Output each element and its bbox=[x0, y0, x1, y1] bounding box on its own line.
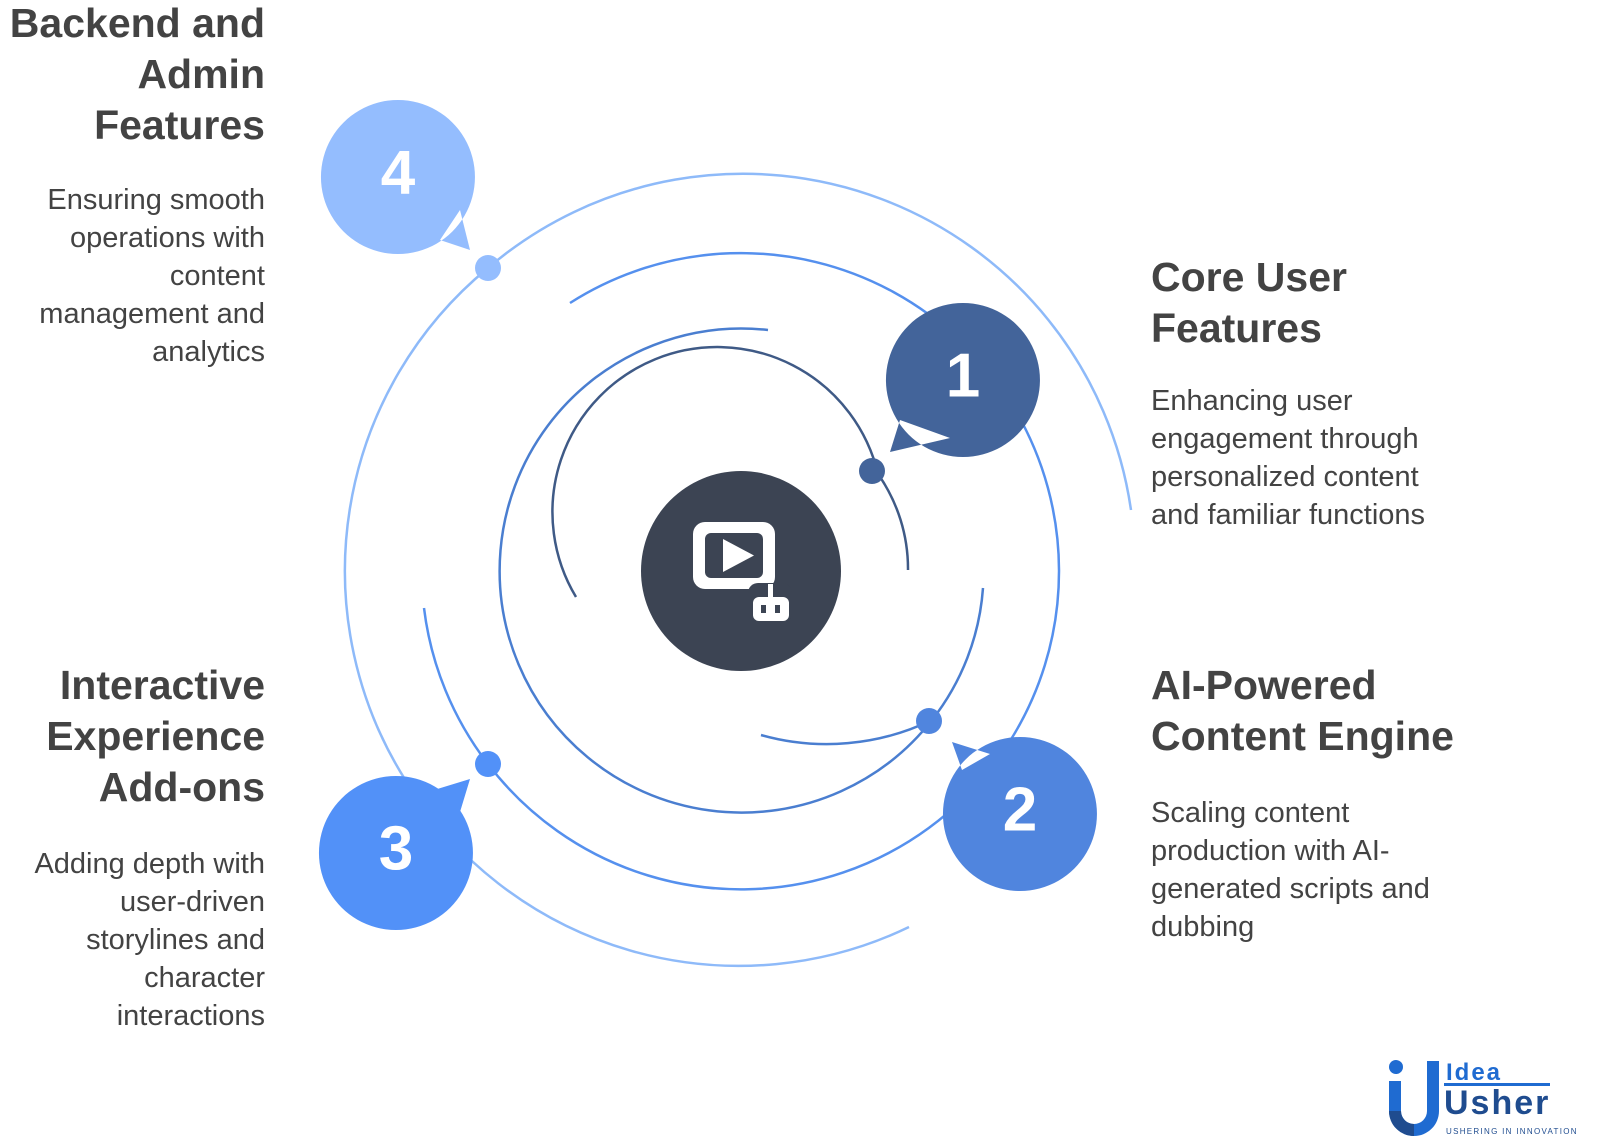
step-title-1: Core User Features bbox=[1151, 254, 1347, 351]
step-description-4: Ensuring smooth operations with content … bbox=[39, 184, 265, 368]
speech-bubble-icon bbox=[885, 303, 1040, 457]
speech-bubble-icon bbox=[320, 100, 475, 254]
step-number-3: 3 bbox=[379, 814, 413, 883]
step-title-3: Interactive Experience Add-ons bbox=[46, 662, 265, 810]
step-number-1: 1 bbox=[946, 341, 980, 410]
ring-dot-2 bbox=[916, 708, 942, 734]
step-marker-4: 4 bbox=[320, 100, 475, 254]
speech-bubble-icon bbox=[318, 776, 473, 930]
step-description-1: Enhancing user engagement through person… bbox=[1151, 385, 1426, 531]
speech-bubble-icon bbox=[942, 737, 1097, 891]
logo-tagline: USHERING IN INNOVATION bbox=[1446, 1127, 1578, 1136]
ring-dot-1 bbox=[859, 458, 885, 484]
step-block-2: AI-Powered Content Engine Scaling conten… bbox=[1151, 660, 1471, 946]
step-title-4: Backend and Admin Features bbox=[9, 0, 265, 148]
ring-dot-3 bbox=[475, 751, 501, 777]
step-description-2: Scaling content production with AI-gener… bbox=[1151, 797, 1430, 943]
orbit-ring-1 bbox=[551, 345, 910, 598]
step-block-1: Core User Features Enhancing user engage… bbox=[1151, 252, 1471, 534]
logo-word-usher: Usher bbox=[1444, 1083, 1551, 1122]
ring-dot-4 bbox=[475, 255, 501, 281]
video-play-robot-icon bbox=[693, 522, 792, 623]
step-block-3: Interactive Experience Add-ons Adding de… bbox=[0, 660, 265, 1035]
logo-word-idea: Idea bbox=[1446, 1059, 1503, 1086]
orbit-ring-2 bbox=[498, 327, 985, 814]
step-number-2: 2 bbox=[1003, 775, 1037, 844]
step-title-2: AI-Powered Content Engine bbox=[1151, 662, 1454, 759]
step-block-4: Backend and Admin Features Ensuring smoo… bbox=[0, 0, 265, 371]
step-marker-2: 2 bbox=[942, 737, 1097, 891]
step-description-3: Adding depth with user-driven storylines… bbox=[34, 848, 265, 1032]
step-marker-1: 1 bbox=[885, 303, 1040, 457]
step-number-4: 4 bbox=[381, 138, 416, 207]
orbit-ring-3 bbox=[422, 251, 1061, 891]
center-hub bbox=[641, 471, 841, 671]
step-marker-3: 3 bbox=[318, 776, 473, 930]
idea-usher-logo: Idea Usher USHERING IN INNOVATION bbox=[1384, 1055, 1594, 1141]
idea-usher-u-logo-icon bbox=[1389, 1060, 1439, 1136]
